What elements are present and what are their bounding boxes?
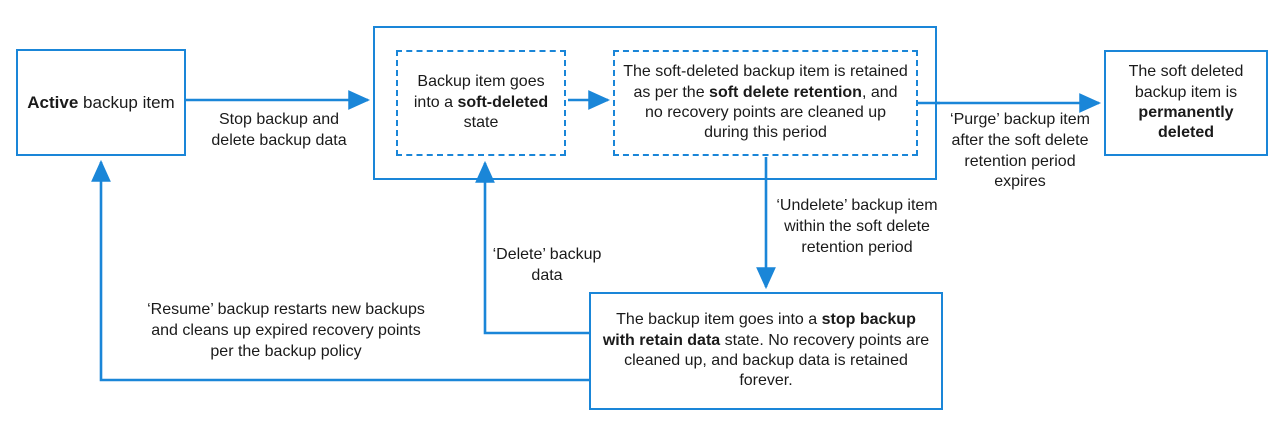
edge-label-delete: ‘Delete’ backup data — [492, 246, 602, 284]
node-soft-delete-retention-text: The soft-deleted backup item is retained… — [623, 63, 908, 142]
node-stop-backup-with-retain-data[interactable]: The backup item goes into a stop backup … — [589, 292, 943, 410]
node-active-backup-item-text: Active backup item — [27, 92, 175, 112]
node-soft-delete-retention[interactable]: The soft-deleted backup item is retained… — [613, 50, 918, 156]
node-soft-deleted-state[interactable]: Backup item goes into a soft-deleted sta… — [396, 50, 566, 156]
node-permanently-deleted[interactable]: The soft deleted backup item is permanen… — [1104, 50, 1268, 156]
edge-stopbackup-to-active — [91, 159, 589, 382]
edge-label-purge: ‘Purge’ backup item after the soft delet… — [950, 111, 1090, 191]
node-permanently-deleted-text: The soft deleted backup item is permanen… — [1128, 63, 1244, 142]
edge-label-stop-and-delete: Stop backup and delete backup data — [211, 111, 347, 149]
edge-stopbackup-to-softdeleted — [475, 160, 589, 335]
node-stop-backup-with-retain-data-text: The backup item goes into a stop backup … — [602, 311, 930, 390]
node-soft-deleted-state-text: Backup item goes into a soft-deleted sta… — [413, 73, 549, 132]
node-active-backup-item[interactable]: Active backup item — [16, 49, 186, 156]
edge-label-resume: ‘Resume’ backup restarts new backups and… — [147, 301, 425, 360]
edge-label-undelete: ‘Undelete’ backup item within the soft d… — [776, 197, 938, 256]
soft-delete-group-container — [373, 26, 937, 180]
